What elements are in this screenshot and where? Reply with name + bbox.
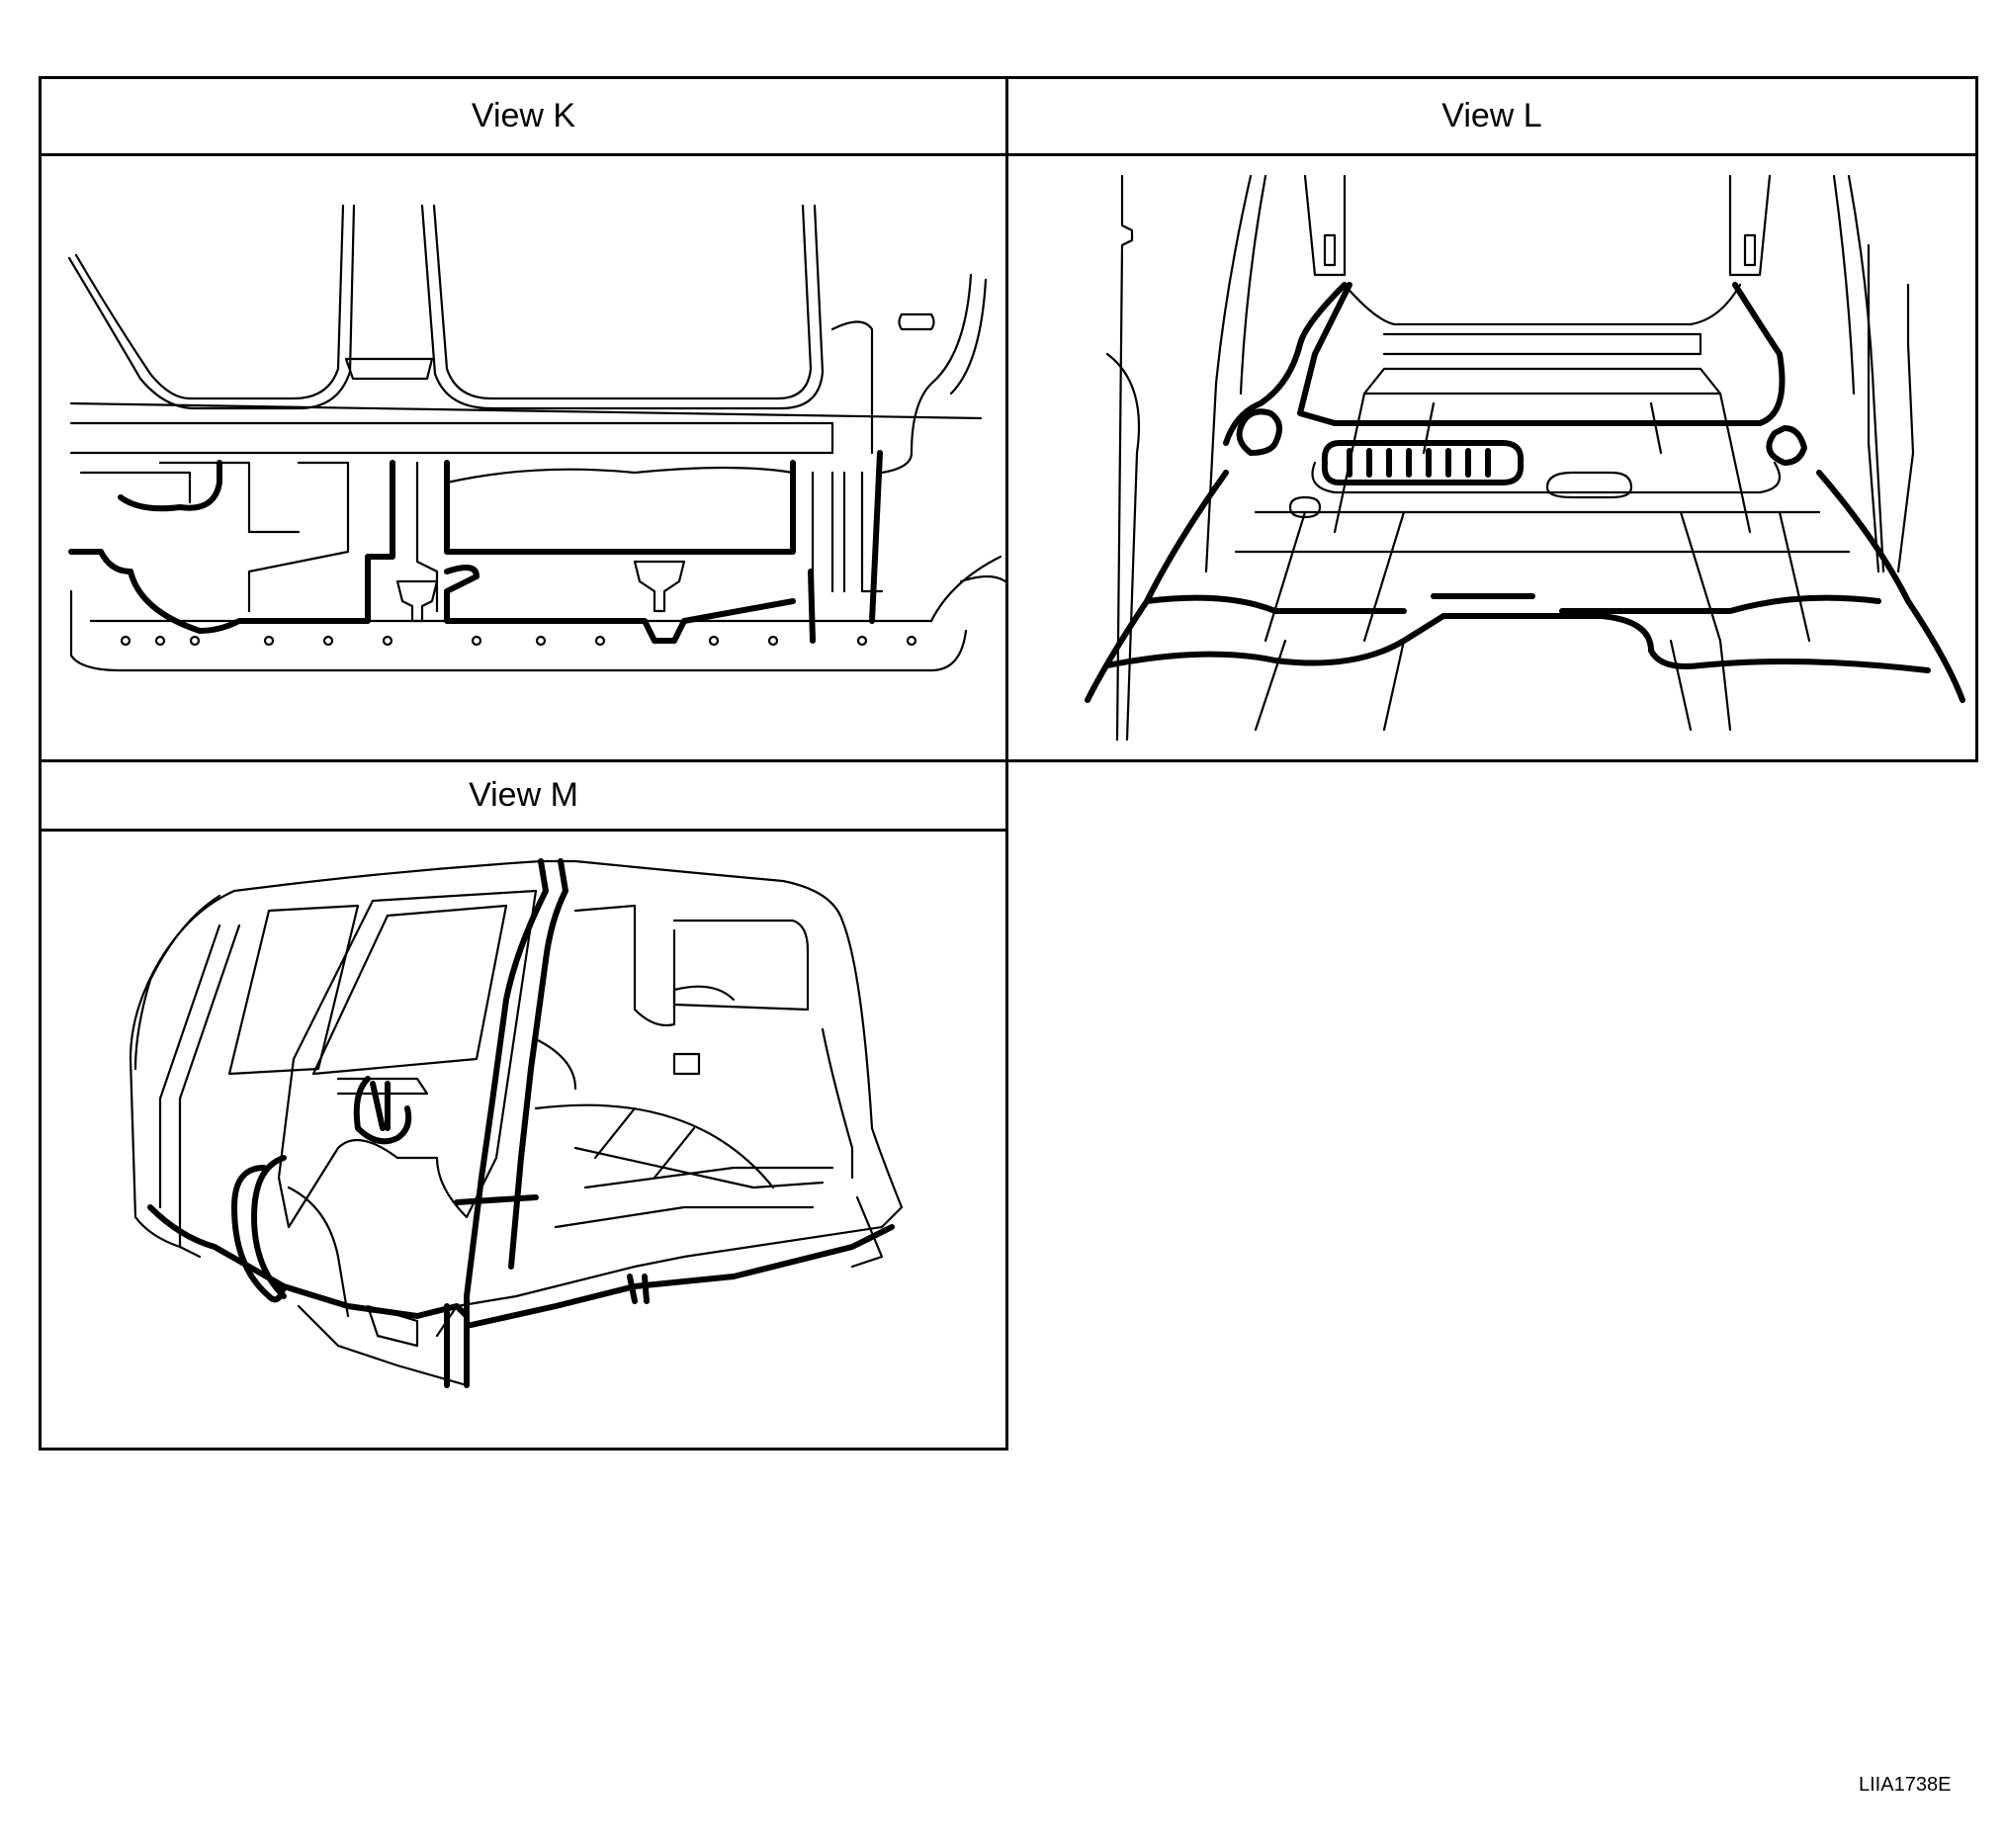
view-m-panel: View M bbox=[39, 759, 1008, 1451]
view-l-vent-slats bbox=[1347, 448, 1491, 478]
view-m-drawing-area bbox=[42, 832, 1005, 1448]
view-k-drawing-area bbox=[42, 156, 1005, 759]
view-k-holes bbox=[120, 635, 917, 647]
view-m-title: View M bbox=[42, 762, 1005, 832]
view-k-drawing bbox=[67, 204, 1005, 672]
view-k-panel: View K bbox=[39, 76, 1008, 762]
figure-code: LIIA1738E bbox=[1859, 1774, 1952, 1796]
view-k-title: View K bbox=[42, 79, 1005, 156]
view-l-drawing-area bbox=[1008, 156, 1975, 759]
view-l-title: View L bbox=[1008, 79, 1975, 156]
view-l-panel: View L bbox=[1005, 76, 1978, 762]
view-m-drawing bbox=[129, 858, 904, 1388]
view-l-drawing bbox=[1085, 174, 1965, 742]
